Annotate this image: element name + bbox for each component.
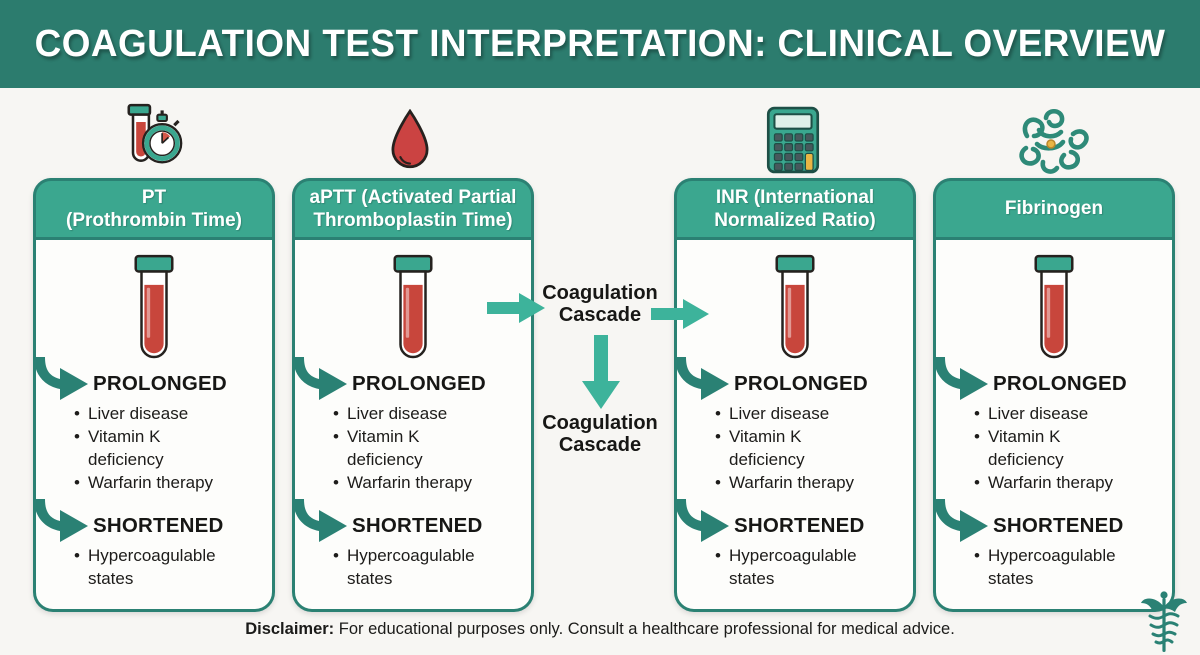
header-bar: COAGULATION TEST INTERPRETATION: CLINICA… bbox=[0, 0, 1200, 88]
prolonged-list: Liver disease Vitamin K deficiency Warfa… bbox=[72, 402, 230, 494]
disclaimer-text: Disclaimer: For educational purposes onl… bbox=[0, 620, 1200, 639]
prolonged-heading: PROLONGED bbox=[93, 372, 227, 395]
shortened-heading: SHORTENED bbox=[993, 514, 1124, 537]
shortened-list: Hypercoagulable states bbox=[331, 544, 489, 590]
card-inr: INR (International Normalized Ratio) PRO… bbox=[674, 178, 916, 612]
card-aptt: aPTT (Activated Partial Thromboplastin T… bbox=[292, 178, 534, 612]
cascade-label-top: Coagulation Cascade bbox=[542, 282, 658, 326]
tube-stopwatch-icon bbox=[127, 103, 183, 164]
shortened-heading: SHORTENED bbox=[734, 514, 865, 537]
prolonged-list: Liver disease Vitamin K deficiency Warfa… bbox=[331, 402, 489, 494]
curved-arrow-icon bbox=[34, 499, 88, 542]
cascade-label-bottom: Coagulation Cascade bbox=[542, 412, 658, 456]
list-item: Liver disease bbox=[331, 402, 489, 425]
list-item: Vitamin K deficiency bbox=[972, 425, 1130, 471]
prolonged-heading: PROLONGED bbox=[993, 372, 1127, 395]
curved-arrow-icon bbox=[34, 357, 88, 400]
list-item: Warfarin therapy bbox=[972, 471, 1130, 494]
shortened-heading: SHORTENED bbox=[352, 514, 483, 537]
card-pt-title: PT (Prothrombin Time) bbox=[33, 178, 275, 240]
test-tube-icon bbox=[1034, 254, 1074, 359]
arrow-right-icon bbox=[487, 293, 545, 323]
caduceus-icon bbox=[1141, 591, 1187, 652]
shortened-list: Hypercoagulable states bbox=[713, 544, 871, 590]
list-item: Vitamin K deficiency bbox=[331, 425, 489, 471]
shortened-list: Hypercoagulable states bbox=[72, 544, 230, 590]
test-tube-icon bbox=[775, 254, 815, 359]
test-tube-icon bbox=[134, 254, 174, 359]
prolonged-list: Liver disease Vitamin K deficiency Warfa… bbox=[713, 402, 871, 494]
list-item: Vitamin K deficiency bbox=[72, 425, 230, 471]
page-title: COAGULATION TEST INTERPRETATION: CLINICA… bbox=[34, 22, 1166, 65]
protein-molecule-icon bbox=[1019, 108, 1089, 174]
list-item: Hypercoagulable states bbox=[72, 544, 230, 590]
blood-drop-icon bbox=[391, 109, 429, 169]
list-item: Hypercoagulable states bbox=[713, 544, 871, 590]
list-item: Warfarin therapy bbox=[72, 471, 230, 494]
arrow-down-icon bbox=[582, 335, 620, 409]
calculator-icon bbox=[766, 106, 820, 174]
card-aptt-title: aPTT (Activated Partial Thromboplastin T… bbox=[292, 178, 534, 240]
card-inr-title: INR (International Normalized Ratio) bbox=[674, 178, 916, 240]
list-item: Liver disease bbox=[72, 402, 230, 425]
disclaimer-label: Disclaimer: bbox=[245, 620, 335, 638]
list-item: Liver disease bbox=[713, 402, 871, 425]
list-item: Vitamin K deficiency bbox=[713, 425, 871, 471]
curved-arrow-icon bbox=[934, 357, 988, 400]
curved-arrow-icon bbox=[675, 357, 729, 400]
curved-arrow-icon bbox=[293, 357, 347, 400]
list-item: Hypercoagulable states bbox=[331, 544, 489, 590]
card-pt: PT (Prothrombin Time) PROLONGED Liver di… bbox=[33, 178, 275, 612]
list-item: Hypercoagulable states bbox=[972, 544, 1130, 590]
curved-arrow-icon bbox=[675, 499, 729, 542]
curved-arrow-icon bbox=[934, 499, 988, 542]
list-item: Warfarin therapy bbox=[713, 471, 871, 494]
card-fibrinogen: Fibrinogen PROLONGED Liver disease Vitam… bbox=[933, 178, 1175, 612]
test-tube-icon bbox=[393, 254, 433, 359]
card-fibrinogen-title: Fibrinogen bbox=[933, 178, 1175, 240]
list-item: Liver disease bbox=[972, 402, 1130, 425]
curved-arrow-icon bbox=[293, 499, 347, 542]
prolonged-list: Liver disease Vitamin K deficiency Warfa… bbox=[972, 402, 1130, 494]
shortened-list: Hypercoagulable states bbox=[972, 544, 1130, 590]
disclaimer-body: For educational purposes only. Consult a… bbox=[334, 620, 955, 638]
prolonged-heading: PROLONGED bbox=[734, 372, 868, 395]
shortened-heading: SHORTENED bbox=[93, 514, 224, 537]
prolonged-heading: PROLONGED bbox=[352, 372, 486, 395]
arrow-right-icon bbox=[651, 299, 709, 329]
list-item: Warfarin therapy bbox=[331, 471, 489, 494]
